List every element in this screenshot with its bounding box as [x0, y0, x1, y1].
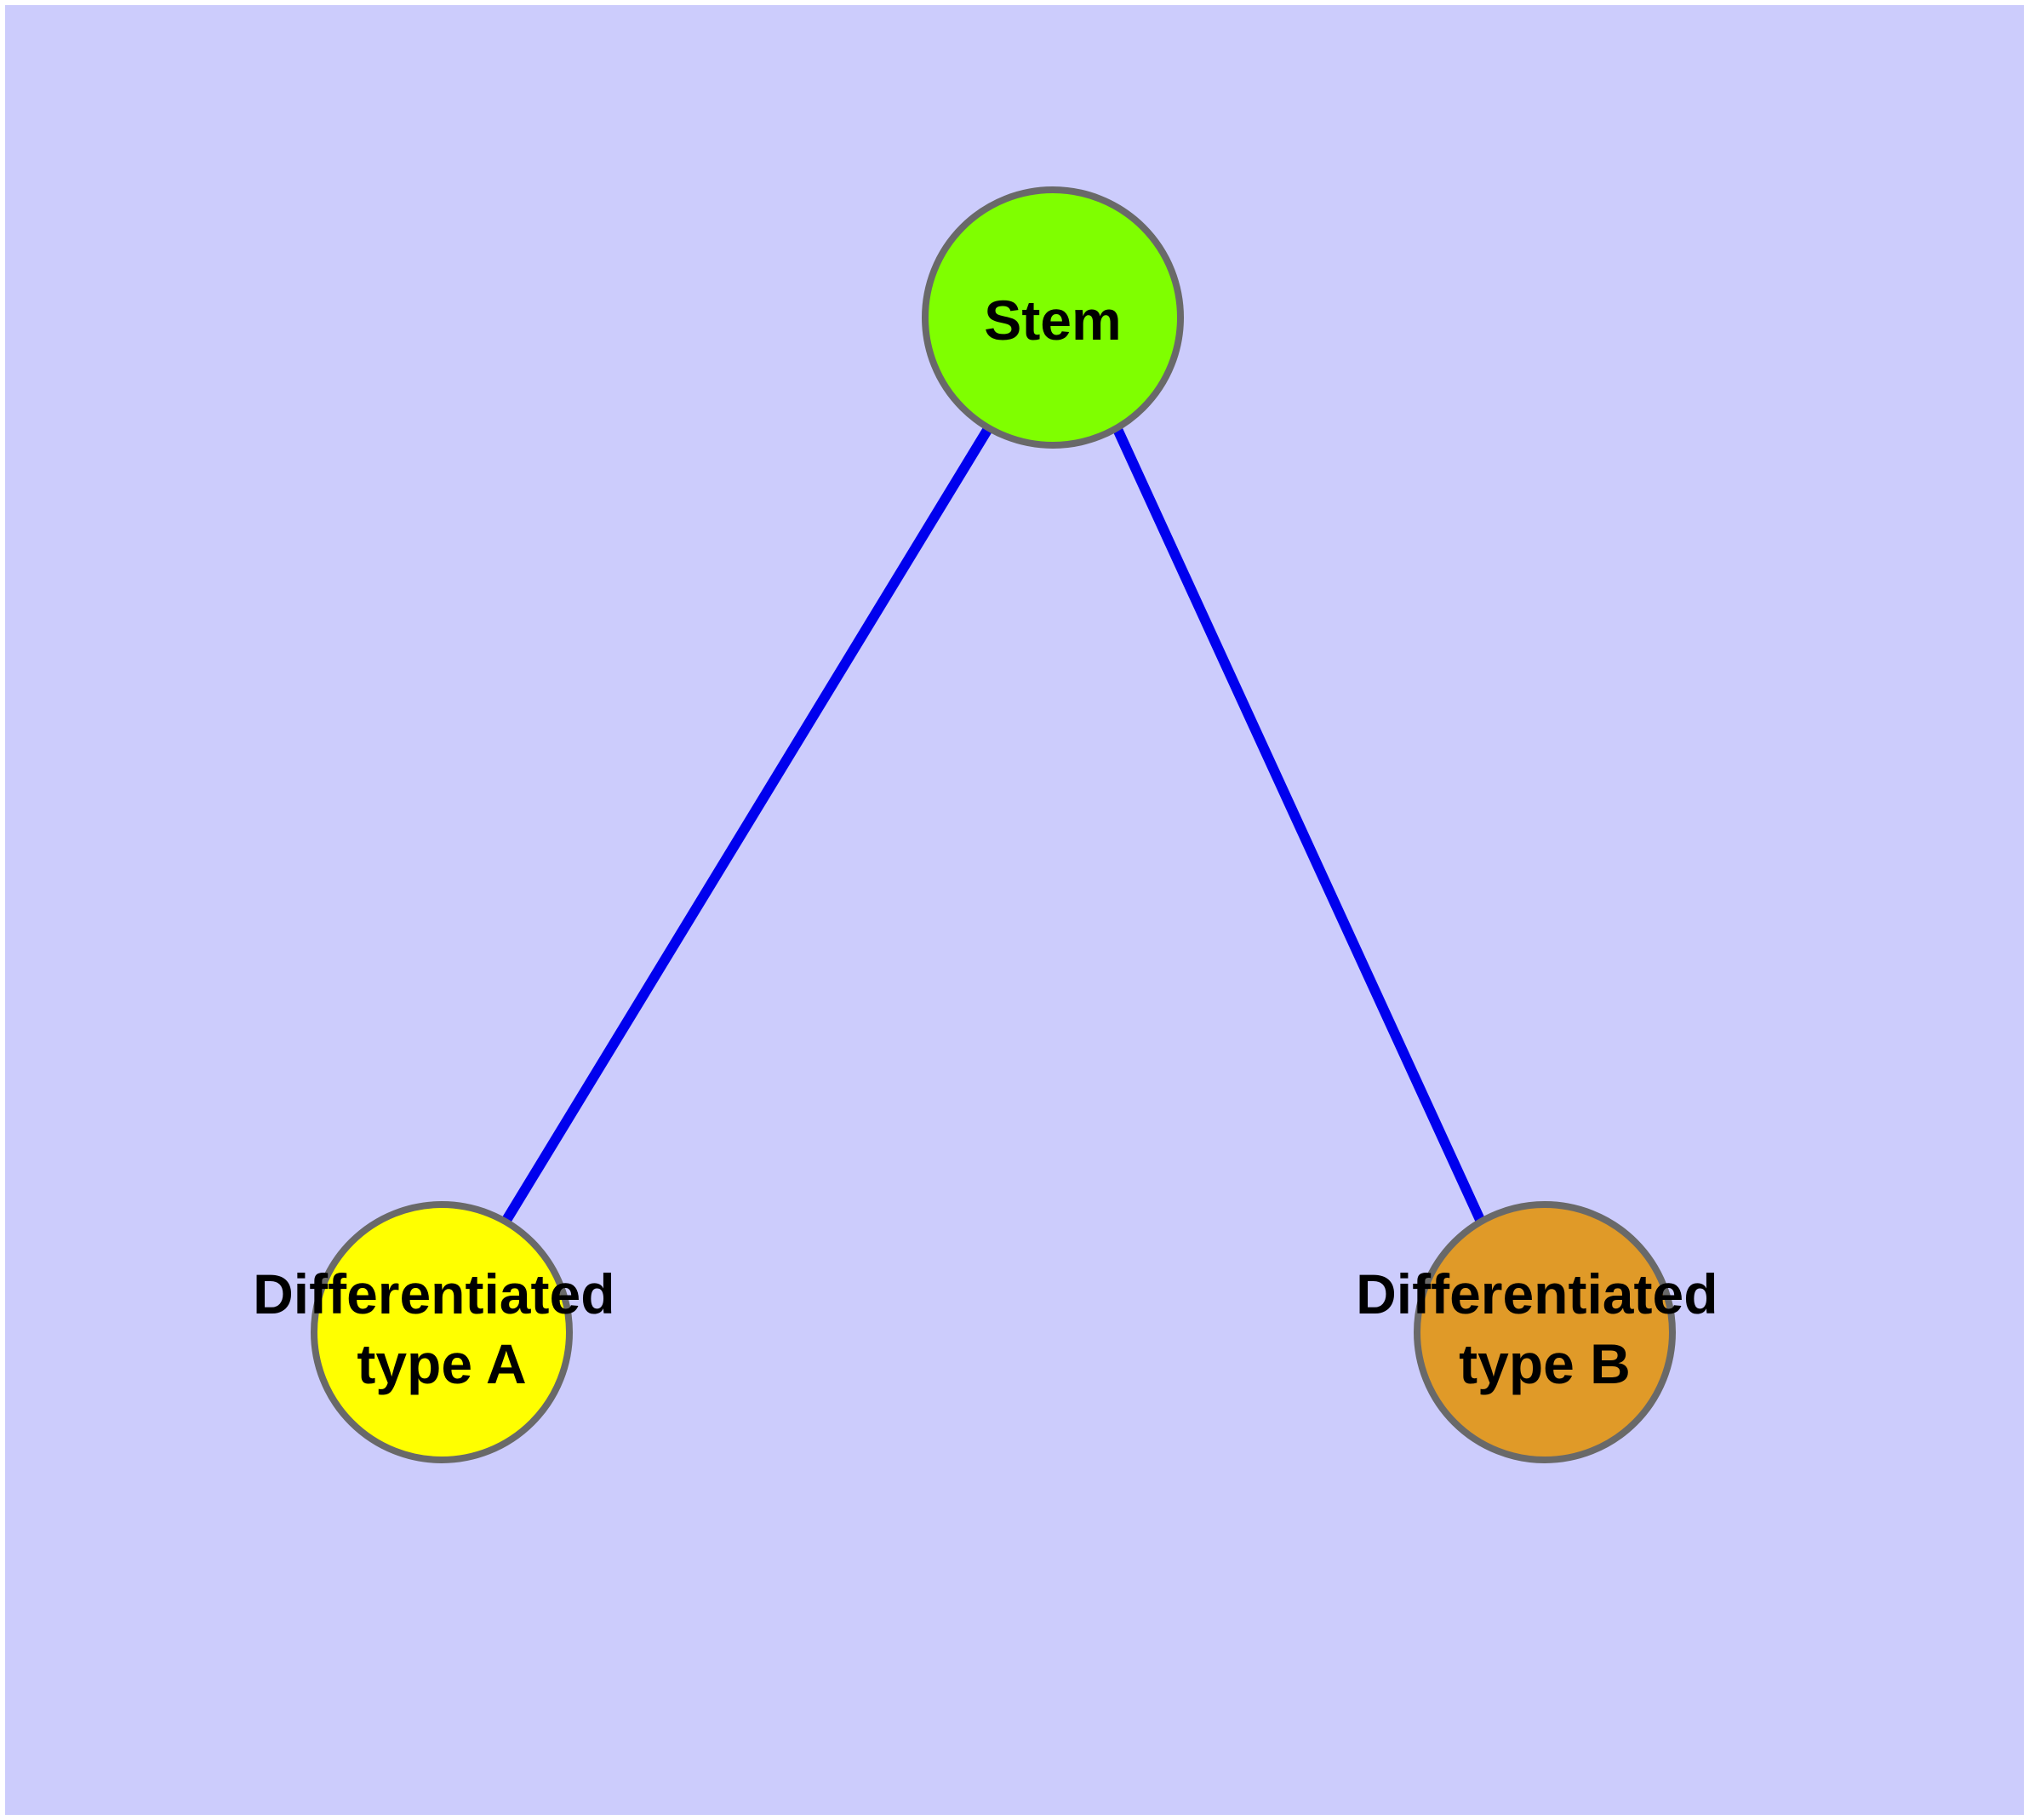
edge-stem-to-differentiated-type-b[interactable] — [1112, 425, 1486, 1224]
node-layer: Stem — [311, 186, 1676, 1463]
node-differentiated-type-a[interactable] — [311, 1201, 573, 1463]
node-differentiated-type-b-label-line-1: Differentiated — [1356, 1262, 1718, 1325]
node-stem-label: Stem — [984, 289, 1121, 352]
node-stem-label-line-1: Stem — [984, 289, 1121, 352]
label-overflow-layer: Differentiated type A Differentiated typ… — [253, 1262, 1734, 1395]
edge-stem-to-differentiated-type-a[interactable] — [500, 424, 994, 1225]
node-stem[interactable]: Stem — [922, 186, 1184, 449]
node-stem-circle[interactable] — [922, 186, 1184, 449]
node-differentiated-type-b[interactable] — [1414, 1201, 1676, 1463]
node-differentiated-type-b-label-line-2: type B — [1459, 1332, 1631, 1395]
node-differentiated-type-a-label-line-2: type A — [357, 1332, 526, 1395]
node-differentiated-type-b-circle[interactable] — [1414, 1201, 1676, 1463]
node-differentiated-type-b-label: Differentiated type B — [1356, 1262, 1734, 1395]
edge-layer — [500, 424, 1486, 1225]
node-differentiated-type-a-label: Differentiated type A — [253, 1262, 631, 1395]
node-differentiated-type-a-label-line-1: Differentiated — [253, 1262, 614, 1325]
node-differentiated-type-a-circle[interactable] — [311, 1201, 573, 1463]
